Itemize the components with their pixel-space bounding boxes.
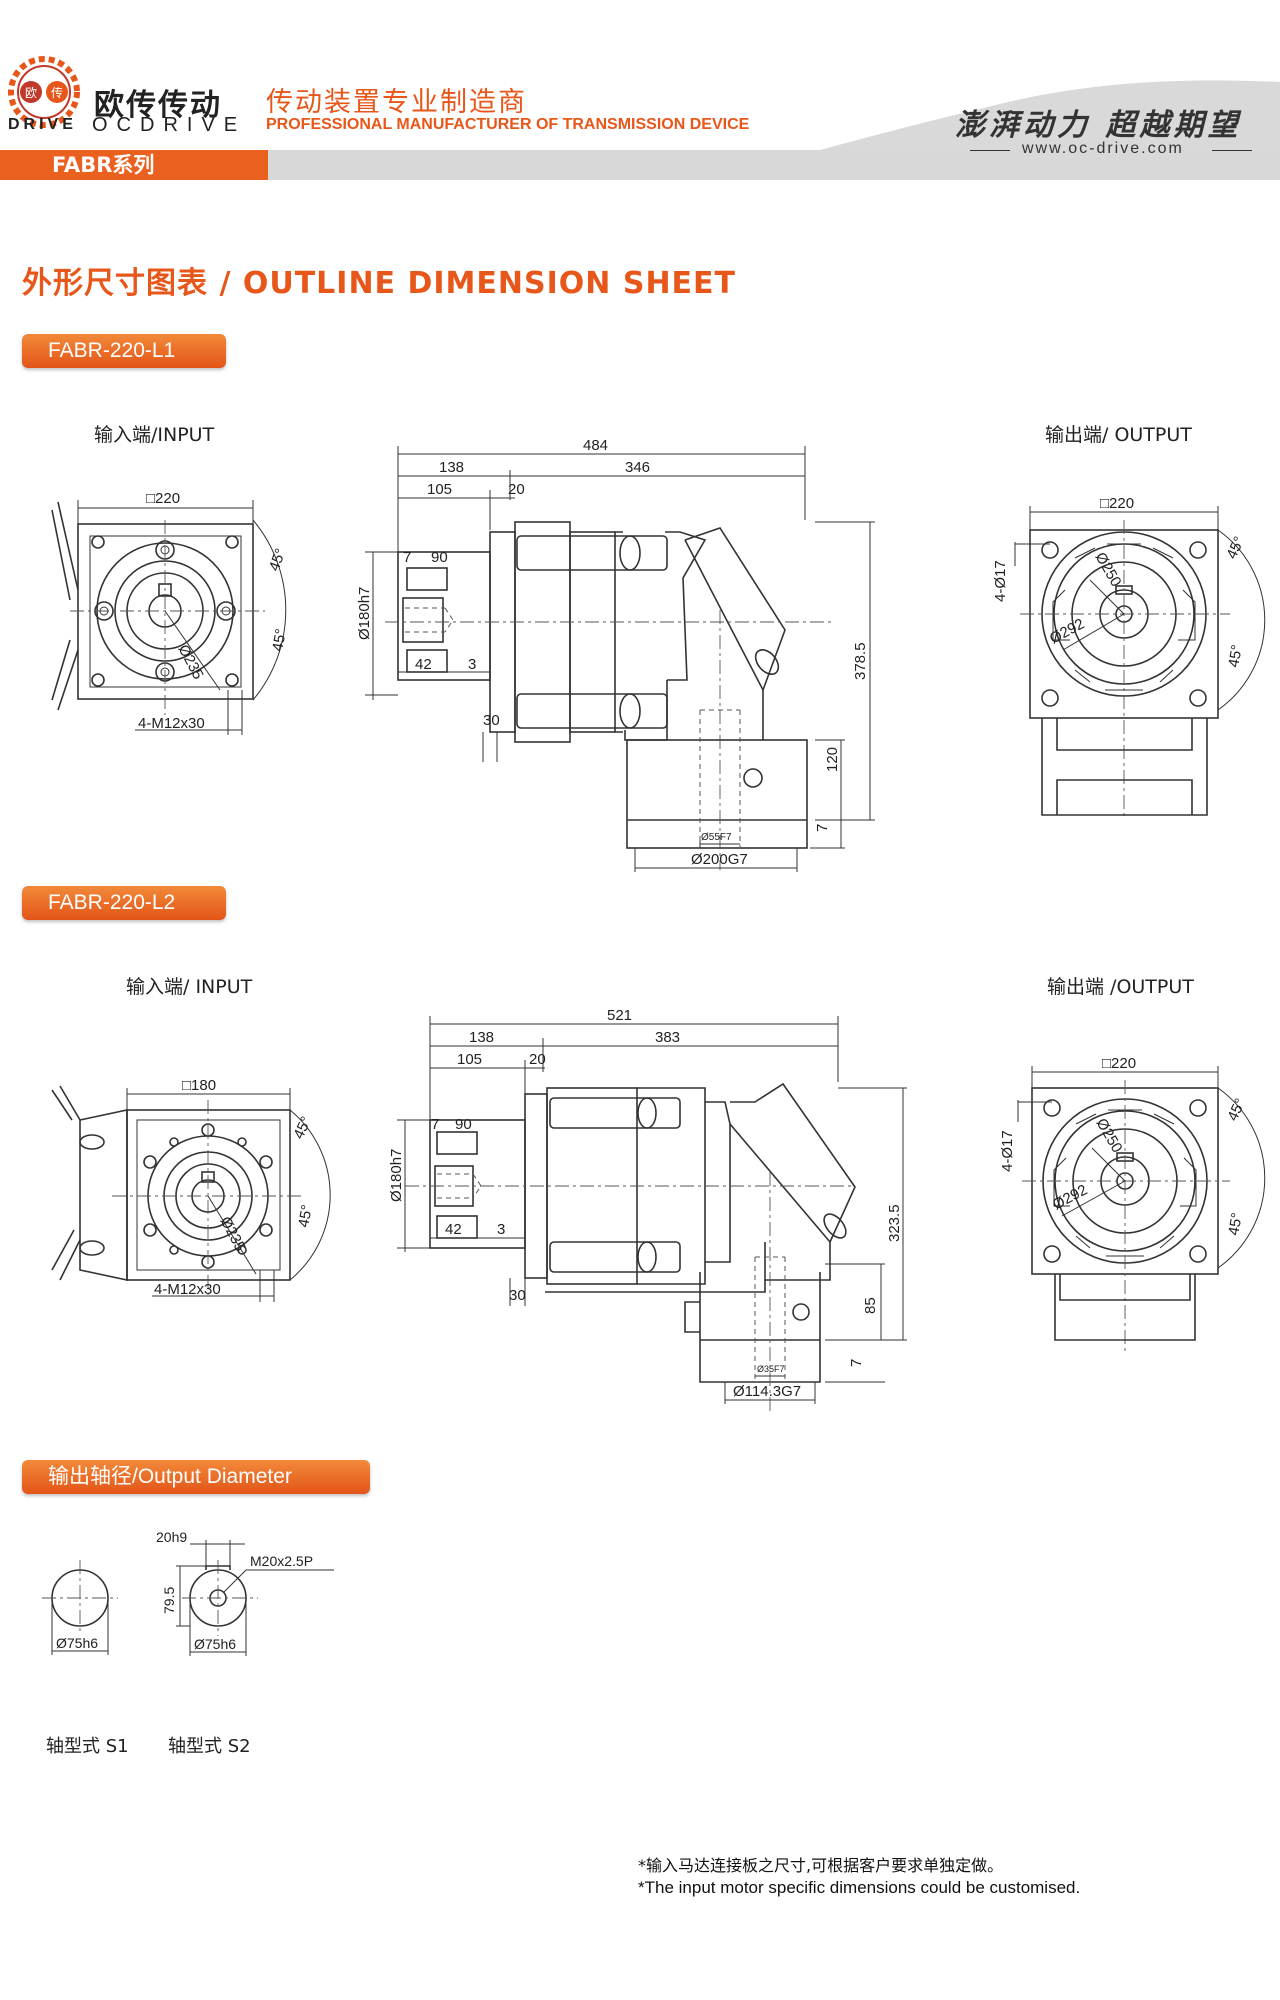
shaft-s2-view: 20h9 79.5 M20x2.5P Ø75h6: [156, 1529, 334, 1656]
l1-d200: Ø200G7: [691, 851, 748, 868]
model-pill-l2: FABR-220-L2: [22, 886, 226, 920]
l2-in-pcd: Ø235: [216, 1214, 248, 1254]
l2-d105: 105: [457, 1051, 482, 1068]
l2-input-view: □180 45° 45° Ø235 4-M12x30: [51, 1077, 331, 1302]
website-rule-left: [970, 150, 1010, 151]
l1-d105: 105: [427, 481, 452, 498]
l1-d138: 138: [439, 459, 464, 476]
website-url: www.oc-drive.com: [1022, 140, 1184, 157]
l2-d114: Ø114.3G7: [733, 1383, 801, 1400]
l2-d30: 30: [509, 1287, 526, 1304]
shaft-s1-view: Ø75h6: [42, 1560, 118, 1655]
l1-d346: 346: [625, 459, 650, 476]
l2-out-angle2: 45°: [1225, 1211, 1246, 1236]
l1-d20: 20: [508, 481, 525, 498]
header-band: [268, 80, 1280, 180]
input-label-l2: 输入端/ INPUT: [126, 976, 253, 998]
l2-h85: 85: [862, 1297, 879, 1314]
l2-out-holes: 4-Ø17: [999, 1130, 1016, 1172]
l2-d383: 383: [655, 1029, 680, 1046]
l1-d90: 90: [431, 549, 448, 566]
l1-in-angle2: 45°: [269, 627, 290, 652]
l1-input-view: □220 45° 45° Ø235 4-M12x30: [51, 490, 290, 735]
l2-d180: Ø180h7: [388, 1149, 405, 1202]
tagline-en: PROFESSIONAL MANUFACTURER OF TRANSMISSIO…: [266, 116, 750, 133]
l2-d42: 42: [445, 1221, 462, 1238]
l2-out-angle1: 45°: [1224, 1096, 1249, 1124]
svg-text:欧: 欧: [25, 86, 37, 100]
l1-out-angle1: 45°: [1223, 534, 1248, 562]
brand-name-cn: 欧传传动: [94, 88, 222, 123]
l1-h378: 378.5: [852, 642, 869, 680]
l2-output-view: □220 4-Ø17 Ø250 Ø292 45° 45°: [999, 1055, 1266, 1352]
l2-h7: 7: [848, 1359, 865, 1367]
l1-in-square: □220: [146, 490, 180, 507]
l2-in-angle1: 45°: [290, 1114, 315, 1142]
series-bar: FABR系列: [0, 150, 268, 180]
l2-out-d250: Ø250: [1093, 1116, 1126, 1156]
output-label-l2: 输出端 /OUTPUT: [1047, 976, 1194, 998]
l1-d55: Ø55F7: [701, 832, 732, 843]
l1-h7: 7: [814, 824, 831, 832]
l1-d30: 30: [483, 712, 500, 729]
l2-d7: 7: [431, 1116, 439, 1133]
l2-side-view: 521 138 383 105 20 Ø180h7 7 90 42: [388, 1007, 907, 1414]
l1-out-square: □220: [1100, 495, 1134, 512]
l1-d7: 7: [403, 549, 411, 566]
shaft-s2-label: 轴型式 S2: [168, 1736, 251, 1757]
l2-in-angle2: 45°: [295, 1203, 316, 1228]
l2-out-square: □220: [1102, 1055, 1136, 1072]
s2-height: 79.5: [161, 1587, 177, 1614]
l2-h323: 323.5: [886, 1204, 903, 1242]
l1-out-holes: 4-Ø17: [992, 560, 1009, 602]
brand-name-en: OCDRIVE: [92, 114, 247, 136]
l2-in-square: □180: [182, 1077, 216, 1094]
input-label-l1: 输入端/INPUT: [94, 424, 215, 446]
l2-d3: 3: [497, 1221, 505, 1238]
model-pill-l1: FABR-220-L1: [22, 334, 226, 368]
l1-d180: Ø180h7: [356, 587, 373, 640]
l2-in-bolt: 4-M12x30: [154, 1281, 221, 1298]
s1-dia: Ø75h6: [56, 1635, 98, 1651]
svg-text:传: 传: [51, 85, 63, 100]
l2-d35: Ø35F7: [757, 1364, 785, 1374]
output-diameter-pill: 输出轴径/Output Diameter: [22, 1460, 370, 1494]
note-en: *The input motor specific dimensions cou…: [638, 1878, 1081, 1897]
output-label-l1: 输出端/ OUTPUT: [1045, 424, 1192, 446]
tagline-cn: 传动装置专业制造商: [266, 87, 527, 118]
s2-key: 20h9: [156, 1529, 187, 1545]
l1-in-pcd: Ø235: [174, 642, 206, 682]
l1-in-bolt: 4-M12x30: [138, 715, 205, 732]
l1-d3: 3: [468, 656, 476, 673]
s2-dia: Ø75h6: [194, 1636, 236, 1652]
l1-h120: 120: [824, 747, 841, 772]
l1-in-angle1: 45°: [266, 546, 290, 573]
l1-out-angle2: 45°: [1225, 643, 1246, 668]
page-title: 外形尺寸图表 / OUTLINE DIMENSION SHEET: [22, 266, 737, 301]
s2-thread: M20x2.5P: [250, 1553, 313, 1569]
l1-total: 484: [583, 437, 608, 454]
shaft-s1-label: 轴型式 S1: [46, 1736, 129, 1757]
brand-name-en-left: DRIVE: [8, 116, 77, 133]
website-rule-right: [1212, 150, 1252, 151]
l2-total: 521: [607, 1007, 632, 1024]
l1-d42: 42: [415, 656, 432, 673]
slogan: 澎湃动力 超越期望: [955, 108, 1242, 143]
l1-side-view: 484 138 346 105 20 Ø180h7 7 90 42 3 30 3…: [356, 437, 875, 872]
l2-d90: 90: [455, 1116, 472, 1133]
note-cn: *输入马达连接板之尺寸,可根据客户要求单独定做。: [638, 1856, 1004, 1875]
gear-logo-icon: 欧 传: [8, 56, 80, 128]
l2-d20: 20: [529, 1051, 546, 1068]
l2-d138: 138: [469, 1029, 494, 1046]
l1-output-view: □220 4-Ø17 Ø250 Ø292 45° 45°: [992, 495, 1266, 820]
header: 欧 传 欧传传动 DRIVE OCDRIVE 传动装置专业制造商 PROFESS…: [0, 0, 1280, 180]
